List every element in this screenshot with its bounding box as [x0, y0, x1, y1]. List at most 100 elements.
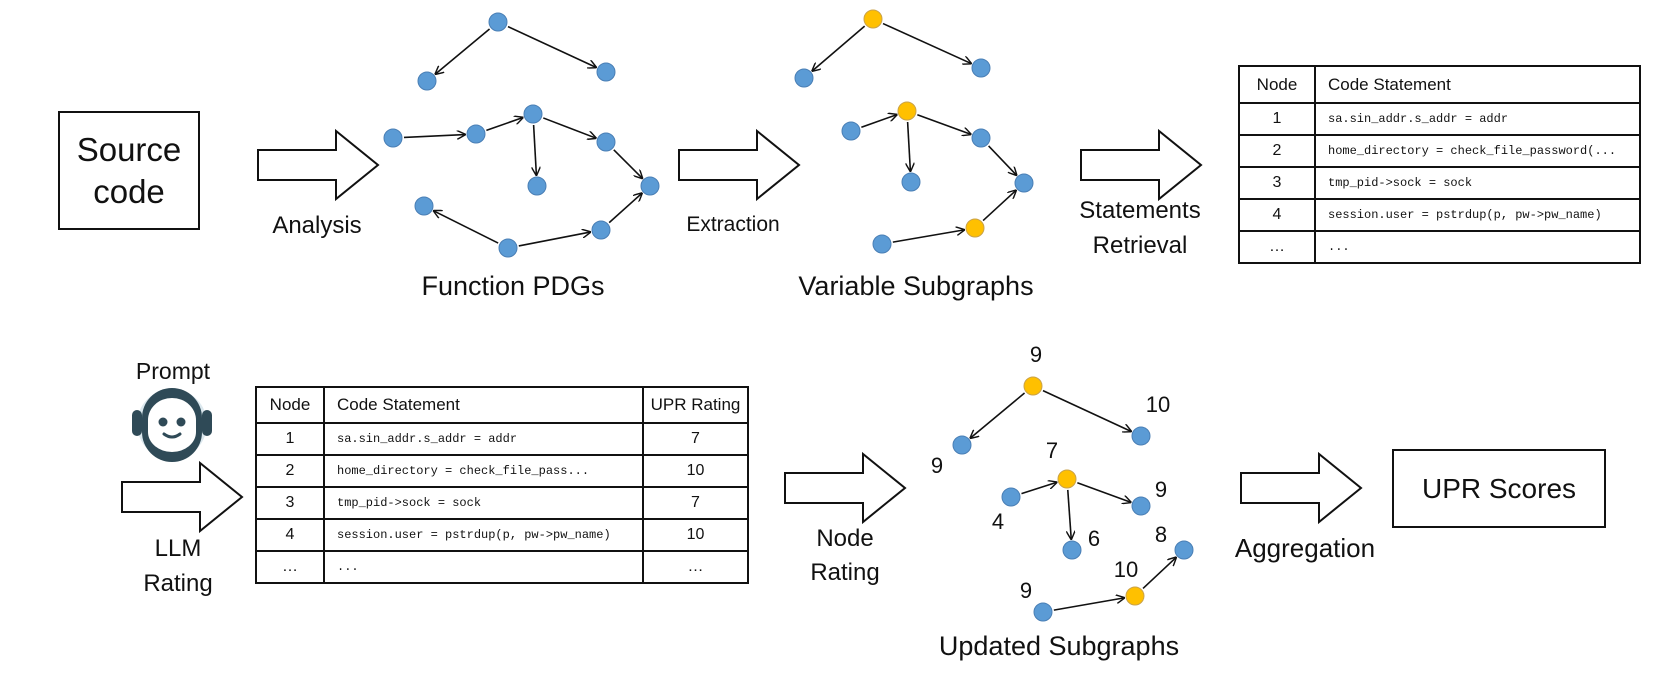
table-cell: 1	[1238, 102, 1316, 136]
block-arrow	[257, 128, 380, 202]
table-cell: home_directory = check_file_password(...	[1314, 134, 1641, 168]
upr-scores-label: UPR Scores	[1421, 472, 1577, 504]
graph-edge	[434, 211, 499, 244]
graph-node	[794, 68, 814, 88]
graph-node	[527, 176, 547, 196]
table-cell: session.user = pstrdup(p, pw->pw_name)	[323, 518, 644, 552]
aggregation-label: Aggregation	[1234, 533, 1376, 563]
prompt-label: Prompt	[135, 358, 211, 384]
graph-edge	[982, 190, 1016, 222]
graph-edge	[988, 145, 1017, 175]
graph-node	[591, 220, 611, 240]
upr-scores-box: UPR Scores	[1392, 449, 1606, 528]
graph-node	[872, 234, 892, 254]
block-arrow	[121, 460, 244, 534]
statements-retrieval-label-1: Statements	[1079, 197, 1201, 224]
graph-edge	[518, 232, 590, 247]
table-cell: 4	[1238, 198, 1316, 232]
graph-edge	[486, 118, 522, 132]
rating-label: 9	[1154, 477, 1168, 502]
table-header-upr-rating: UPR Rating	[642, 386, 749, 424]
rating-label: 7	[1045, 438, 1059, 463]
block-arrow	[784, 451, 907, 525]
variable-subgraphs-label: Variable Subgraphs	[798, 271, 1034, 301]
table-header-code-statement: Code Statement	[1314, 65, 1641, 104]
table-cell: home_directory = check_file_pass...	[323, 454, 644, 488]
statements-retrieval-label-2: Retrieval	[1092, 232, 1188, 259]
robot-face-icon	[132, 388, 212, 462]
graph-edge	[812, 25, 866, 71]
graph-node	[971, 128, 991, 148]
llm-rating-label-2: Rating	[143, 570, 213, 597]
graph-edge	[1053, 598, 1124, 611]
graph-edge	[882, 22, 971, 64]
graph-node	[1033, 602, 1053, 622]
graph-edge	[861, 115, 896, 129]
graph-edge	[507, 25, 596, 68]
highlighted-graph-node	[1023, 376, 1043, 396]
graph-edge	[1142, 558, 1176, 590]
source-code-line1: Source	[76, 130, 182, 168]
rating-label: 9	[1029, 342, 1043, 367]
highlighted-graph-node	[1057, 469, 1077, 489]
table-header-code-statement: Code Statement	[323, 386, 644, 424]
graph-node	[1174, 540, 1194, 560]
source-code-line2: code	[93, 172, 165, 210]
table-cell: 7	[642, 486, 749, 520]
highlighted-graph-node	[897, 101, 917, 121]
table-cell: 7	[642, 422, 749, 456]
table-cell: 2	[255, 454, 325, 488]
table-cell: 10	[642, 454, 749, 488]
table-cell: …	[255, 550, 325, 584]
table-cell: sa.sin_addr.s_addr = addr	[1314, 102, 1641, 136]
block-arrow	[678, 128, 801, 202]
graph-edge	[1077, 482, 1130, 502]
graph-edge	[892, 230, 964, 243]
table-cell: tmp_pid->sock = sock	[323, 486, 644, 520]
graph-edge	[1042, 389, 1131, 432]
table-cell: tmp_pid->sock = sock	[1314, 166, 1641, 200]
table-cell: 4	[255, 518, 325, 552]
graph-node	[901, 172, 921, 192]
graph-edge	[435, 28, 491, 74]
table-cell: 10	[642, 518, 749, 552]
graph-node	[596, 62, 616, 82]
graph-node	[383, 128, 403, 148]
extraction-label: Extraction	[686, 213, 780, 236]
llm-rating-label-1: LLM	[154, 535, 202, 562]
table-cell: 1	[255, 422, 325, 456]
block-arrow	[1080, 128, 1203, 202]
highlighted-graph-node	[1125, 586, 1145, 606]
graph-node	[971, 58, 991, 78]
graph-edge	[403, 135, 465, 138]
table-cell: 3	[1238, 166, 1316, 200]
graph-node	[488, 12, 508, 32]
graph-node	[1014, 173, 1034, 193]
updated-subgraphs-label: Updated Subgraphs	[938, 631, 1180, 661]
graph-node	[417, 71, 437, 91]
graph-edge	[970, 392, 1026, 438]
graph-node	[1131, 496, 1151, 516]
rating-label: 6	[1087, 526, 1101, 551]
node-rating-label-1: Node	[816, 525, 874, 552]
highlighted-graph-node	[965, 218, 985, 238]
block-arrow	[1240, 451, 1363, 525]
table-cell: 2	[1238, 134, 1316, 168]
graph-edge	[534, 124, 537, 175]
rating-label: 8	[1154, 522, 1168, 547]
graph-node	[952, 435, 972, 455]
graph-node	[596, 132, 616, 152]
rating-label: 4	[991, 509, 1005, 534]
graph-edge	[1021, 482, 1056, 495]
graph-node	[841, 121, 861, 141]
table-cell: sa.sin_addr.s_addr = addr	[323, 422, 644, 456]
graph-node	[1131, 426, 1151, 446]
table-cell: ...	[1314, 230, 1641, 264]
table-header-node: Node	[1238, 65, 1316, 104]
rating-label: 10	[1145, 392, 1171, 417]
rating-label: 9	[1019, 578, 1033, 603]
node-rating-label-2: Rating	[810, 559, 880, 586]
graph-edge	[908, 121, 911, 171]
